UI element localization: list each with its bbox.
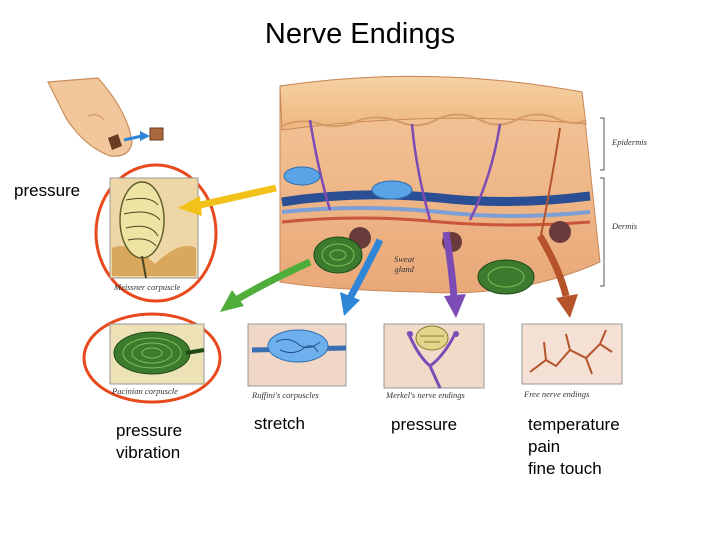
pacinian-function-label: pressure vibration <box>116 420 182 464</box>
brown-arrow <box>536 234 578 318</box>
blue-arrow <box>340 238 384 316</box>
pacinian-highlight-circle <box>82 312 222 404</box>
free-nerve-endings-inset <box>521 323 623 385</box>
purple-arrow <box>442 231 466 318</box>
sweat-gland-label-line-1: Sweat <box>394 254 415 264</box>
free-nerve-function-label: temperature pain fine touch <box>528 414 620 480</box>
sweat-gland-label-line-2: gland <box>394 264 414 274</box>
pacinian-function-line-1: pressure <box>116 421 183 440</box>
merkel-function-label: pressure <box>391 415 458 434</box>
skin-cross-section <box>279 75 601 295</box>
meissner-highlight-circle <box>94 163 218 303</box>
meissner-function-label: pressure <box>14 181 81 200</box>
pacinian-corpuscle-inset <box>109 323 205 385</box>
meissner-corpuscle-inset <box>109 177 199 279</box>
dermis-label: Dermis <box>612 221 638 231</box>
merkel-caption: Merkel's nerve endings <box>386 390 465 400</box>
dermis-bracket <box>600 177 605 287</box>
pacinian-caption: Pacinian corpuscle <box>112 386 178 396</box>
finger-illustration <box>47 77 164 157</box>
ruffini-caption: Ruffini's corpuscles <box>252 390 319 400</box>
ruffini-function-label: stretch <box>254 414 306 433</box>
page-title: Nerve Endings <box>264 18 456 50</box>
ruffini-corpuscle-inset <box>247 323 347 387</box>
epidermis-bracket <box>600 117 605 171</box>
meissner-caption: Meissner corpuscle <box>114 282 181 292</box>
free-nerve-function-line-1: temperature <box>528 415 620 434</box>
merkel-nerve-endings-inset <box>383 323 485 389</box>
free-nerve-function-line-3: fine touch <box>528 459 602 478</box>
pacinian-function-line-2: vibration <box>116 443 181 462</box>
green-arrow <box>220 258 312 312</box>
epidermis-label: Epidermis <box>612 137 647 147</box>
free-nerve-endings-caption: Free nerve endings <box>524 389 590 399</box>
free-nerve-function-line-2: pain <box>528 437 561 456</box>
sweat-gland-label: Sweat gland <box>394 254 414 274</box>
yellow-arrow <box>178 184 277 216</box>
